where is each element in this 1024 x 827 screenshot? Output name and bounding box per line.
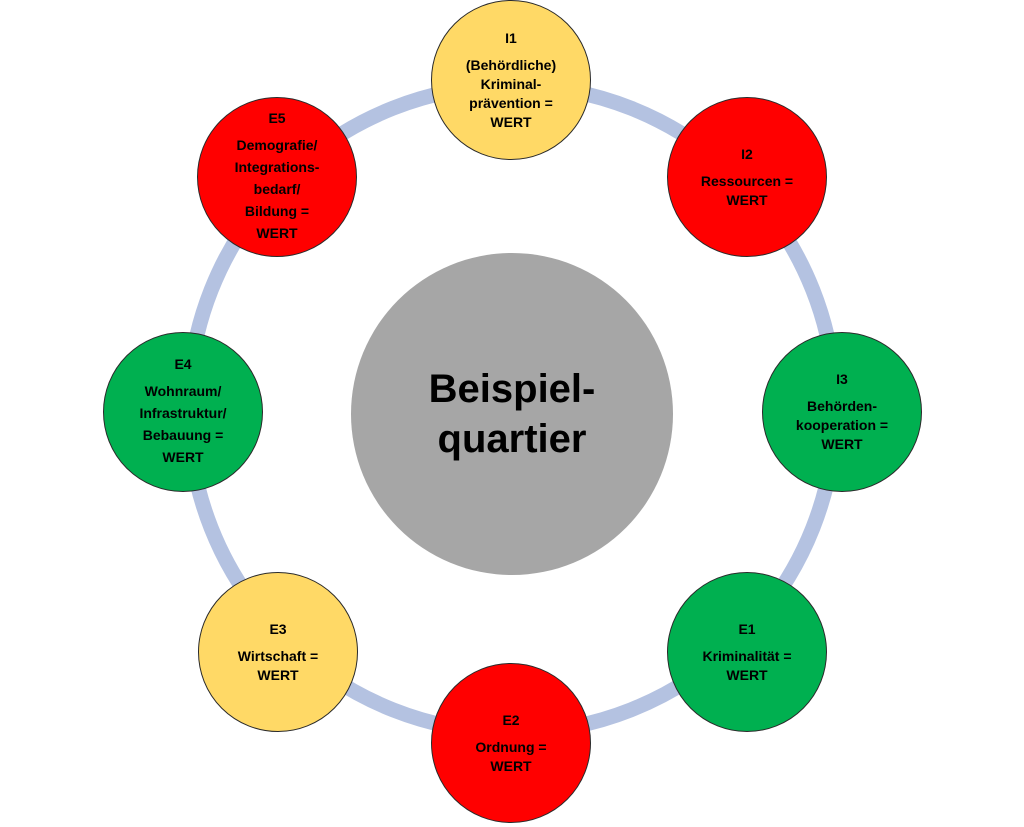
node-id: I3 (836, 371, 848, 387)
node-label-line: kooperation = (795, 417, 889, 433)
node-label-line: bedarf/ (253, 180, 301, 197)
node-label-line: Kriminalität = (702, 647, 792, 664)
node-label-line: WERT (256, 224, 298, 241)
node-label-line: Infrastruktur/ (139, 404, 227, 421)
node-id: E4 (174, 355, 192, 372)
node-id: I1 (505, 29, 517, 46)
node-label-line: Bildung = (244, 202, 310, 219)
indicator-node-i1: I1 (Behördliche) Kriminal-prävention = WERT (431, 0, 591, 160)
node-label-line: WERT (490, 113, 532, 130)
node-label-line: Ordnung = (475, 738, 547, 755)
node-label-line: WERT (162, 448, 204, 465)
node-id: E1 (738, 620, 756, 637)
node-label-line: WERT (726, 191, 768, 208)
node-label-line: prävention = (469, 94, 553, 111)
node-label-line: Bebauung = (142, 426, 224, 443)
node-label-line: Demografie/ (236, 136, 318, 153)
node-label-line: WERT (821, 436, 863, 452)
node-label-line: Kriminal- (480, 75, 542, 92)
center-label-line: quartier (437, 417, 587, 461)
node-label-line: Wohnraum/ (144, 382, 222, 399)
node-id: E5 (268, 109, 286, 126)
node-id: E3 (269, 620, 287, 637)
node-label-line: (Behördliche) (465, 56, 557, 73)
center-label-line: Beispiel- (428, 367, 596, 411)
node-label-line: Wirtschaft = (237, 647, 319, 664)
node-label-line: WERT (490, 757, 532, 774)
node-label-line: Ressourcen = (700, 172, 794, 189)
node-label-line: Behörden- (807, 398, 877, 414)
node-label-line: WERT (726, 666, 768, 683)
center-circle: Beispiel- quartier (351, 253, 673, 575)
node-label-line: Integrations- (234, 158, 320, 175)
node-label-line: WERT (257, 666, 299, 683)
node-id: E2 (502, 711, 520, 728)
node-id: I2 (741, 145, 753, 162)
